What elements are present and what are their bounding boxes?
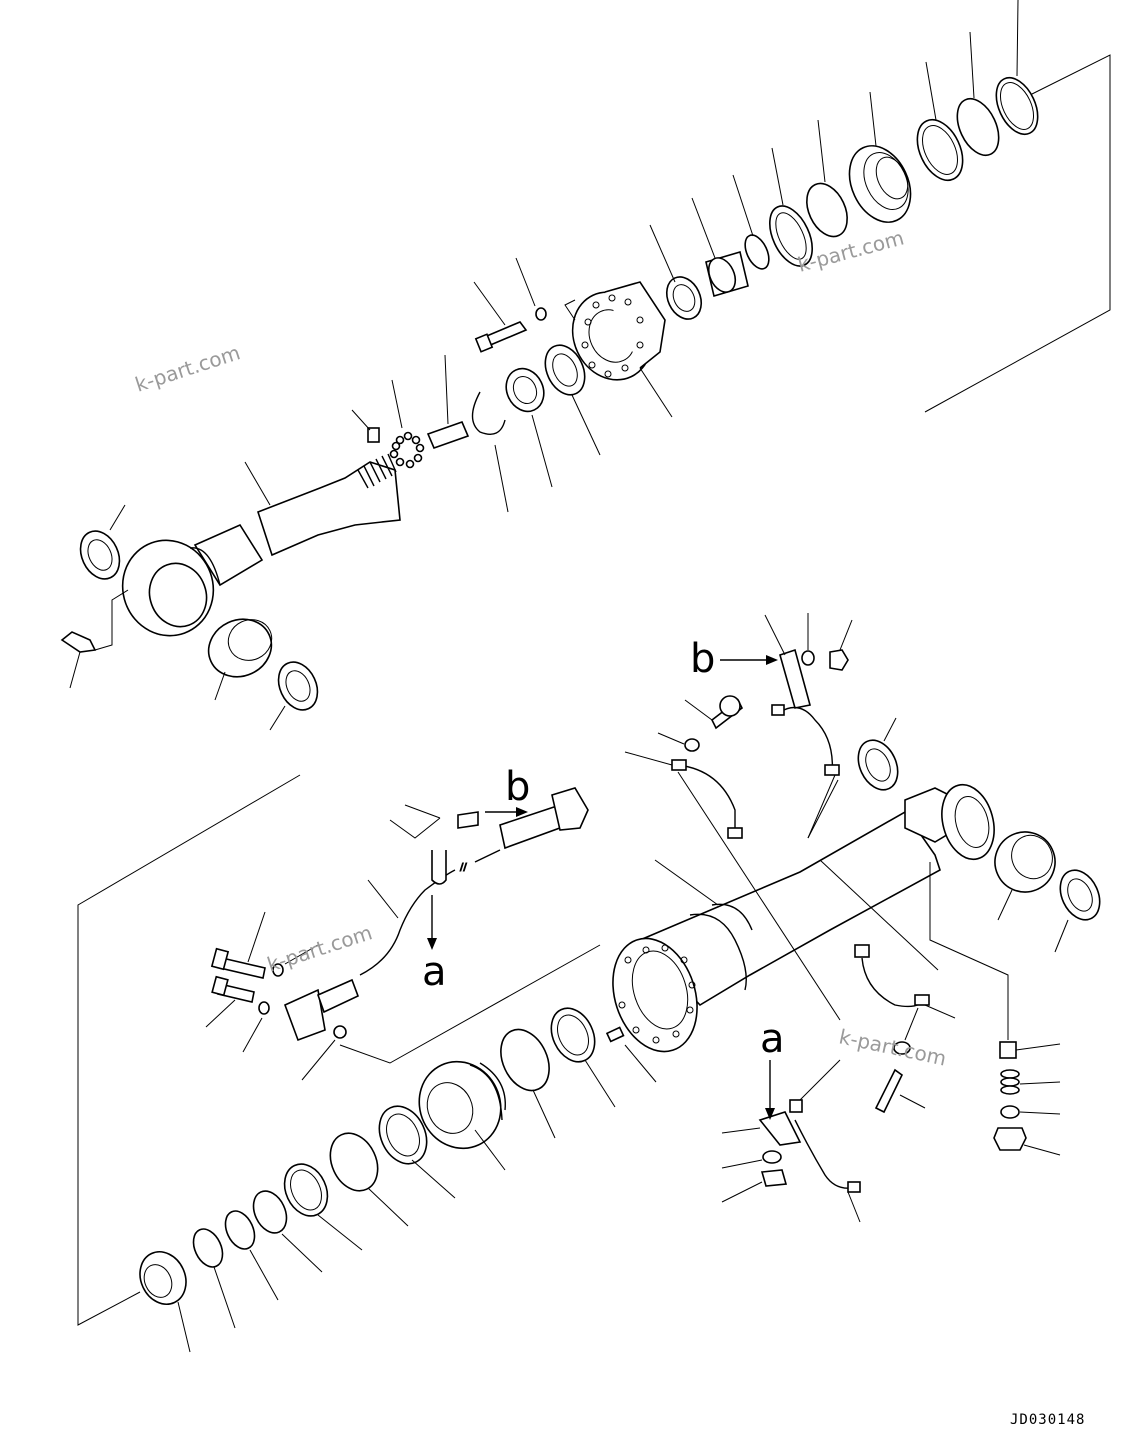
clamp-clip	[457, 811, 479, 829]
valve-plug	[999, 1041, 1017, 1059]
bottom-clamp	[794, 1119, 853, 1189]
flange-washer	[272, 963, 284, 977]
bracket-nut	[829, 649, 849, 671]
rod-eye-neck	[189, 547, 221, 586]
rod-eye-bore	[148, 562, 208, 628]
watermark-4: k-part.com	[837, 1024, 949, 1070]
piston	[418, 1060, 502, 1150]
bracket-washer	[801, 650, 815, 666]
pipe-flange	[551, 787, 589, 831]
o-ring	[806, 182, 848, 238]
rod-assembly	[60, 0, 1111, 731]
cylinder-head-body	[604, 281, 666, 369]
slipper-seal	[283, 1163, 329, 1217]
piston-ring-2	[378, 1105, 428, 1165]
wear-ring-3	[500, 1028, 550, 1092]
band-washer	[893, 1041, 911, 1055]
band-bolt	[874, 1068, 904, 1114]
backup-ring-3	[192, 1228, 224, 1268]
piston-ring	[505, 367, 545, 413]
bolt-washer	[535, 307, 547, 321]
rod-packing	[665, 276, 703, 320]
watermark-1: k-part.com	[132, 340, 243, 396]
o-ring-2	[252, 1190, 288, 1234]
valve-cap	[993, 1127, 1027, 1151]
flange-washer-2	[258, 1001, 270, 1015]
tube-assembly: //	[77, 613, 1101, 1353]
hose-clamp	[779, 706, 834, 776]
top-dust-seal	[857, 739, 899, 791]
tube-band	[677, 764, 736, 835]
seal-ring	[550, 1007, 596, 1063]
plug	[367, 427, 380, 443]
dust-wiper-housing	[848, 145, 912, 223]
callout-b-bracket: b	[690, 636, 715, 682]
callout-a-hose: a	[422, 949, 447, 995]
dust-seal	[79, 530, 121, 580]
buffer-ring	[744, 234, 770, 270]
backup-ring-2	[224, 1210, 256, 1250]
set-screw	[426, 420, 470, 450]
u-bolt	[431, 850, 447, 885]
wear-ring-2	[329, 1132, 379, 1192]
callout-a-clamp: a	[760, 1016, 785, 1062]
snap-ring-2	[956, 97, 1000, 157]
flange-bolt	[219, 957, 266, 979]
cushion-ring	[139, 1251, 187, 1305]
rod-shaft	[257, 461, 401, 557]
grease-fitting	[60, 631, 97, 653]
cylinder-tube	[638, 810, 941, 1007]
u-packing	[769, 205, 813, 267]
svg-text://: //	[460, 862, 467, 873]
tube-flange-holes	[618, 944, 696, 1044]
steel-balls	[389, 431, 425, 469]
watermark-2: k-part.com	[795, 225, 906, 276]
snap-ring	[471, 391, 506, 435]
backup-ring	[916, 118, 964, 182]
tube-eye	[941, 783, 995, 861]
bottom-bracket	[758, 1111, 802, 1146]
bottom-washer	[762, 1150, 782, 1164]
valve-o-ring	[1000, 1105, 1020, 1119]
hose-end	[316, 978, 360, 1014]
bottom-nut	[760, 1169, 788, 1187]
rod-thread	[357, 453, 397, 489]
rod-frame-outline	[924, 54, 1111, 413]
set-screw-2	[605, 1026, 625, 1043]
valve-spring	[1000, 1069, 1020, 1095]
tube-dust-seal	[1059, 869, 1101, 921]
wiper-ring	[995, 76, 1039, 136]
tube-frame-outline	[77, 774, 301, 1326]
rod-bushing	[207, 618, 273, 678]
dust-seal-2	[277, 661, 319, 711]
drawing-code: JD030148	[1010, 1412, 1085, 1428]
clamp-washer	[684, 738, 700, 752]
tube-bushing	[994, 831, 1056, 893]
cylinder-head-holes	[581, 294, 644, 378]
watermark-3: k-part.com	[264, 920, 375, 976]
bracket-b	[779, 648, 811, 709]
flange-block	[283, 988, 326, 1042]
callout-b-pipe: b	[505, 764, 530, 810]
wear-ring	[544, 344, 586, 396]
o-ring-3	[333, 1025, 347, 1039]
rod-body	[193, 523, 264, 587]
